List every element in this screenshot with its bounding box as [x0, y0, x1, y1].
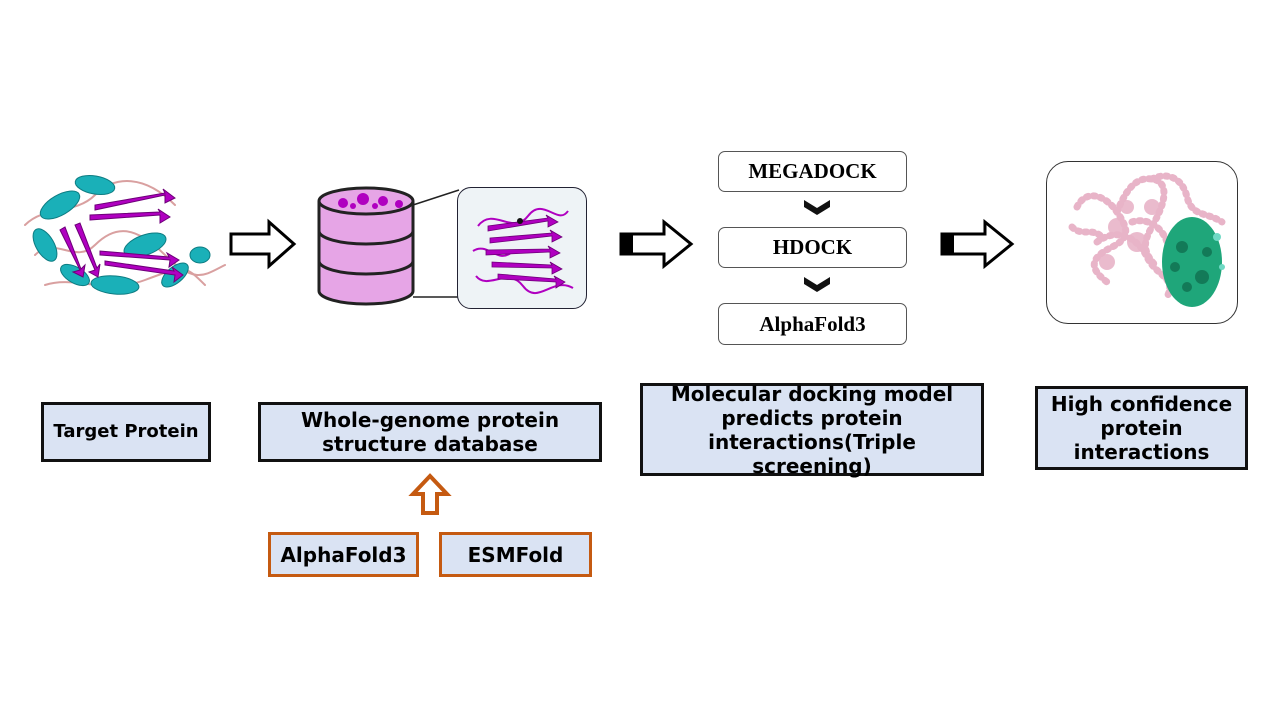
docking-step-hdock: HDOCK [718, 227, 907, 268]
up-arrow-icon [408, 473, 452, 515]
target-protein-label: Target Protein [41, 402, 211, 462]
database-icon [317, 186, 415, 306]
chevron-down-icon [804, 277, 830, 292]
result-label: High confidence protein interactions [1035, 386, 1248, 470]
protein-complex-panel [1046, 161, 1238, 324]
docking-label: Molecular docking model predicts protein… [640, 382, 984, 478]
flow-arrow-2 [619, 218, 694, 270]
source-esmfold: ESMFold [439, 532, 592, 577]
source-alphafold3: AlphaFold3 [268, 532, 419, 577]
protein-structure-image [24, 174, 226, 295]
protein-complex-image [1068, 172, 1226, 307]
zoom-lines [412, 189, 460, 298]
docking-step-alphafold3: AlphaFold3 [718, 303, 907, 345]
database-label: Whole-genome protein structure database [258, 402, 602, 462]
flow-arrow-1 [229, 218, 297, 270]
chevron-down-icon [804, 200, 830, 215]
protein-zoom-image [472, 208, 574, 294]
protein-zoom-panel [457, 187, 587, 309]
docking-step-megadock: MEGADOCK [718, 151, 907, 192]
flow-arrow-3 [940, 218, 1015, 270]
